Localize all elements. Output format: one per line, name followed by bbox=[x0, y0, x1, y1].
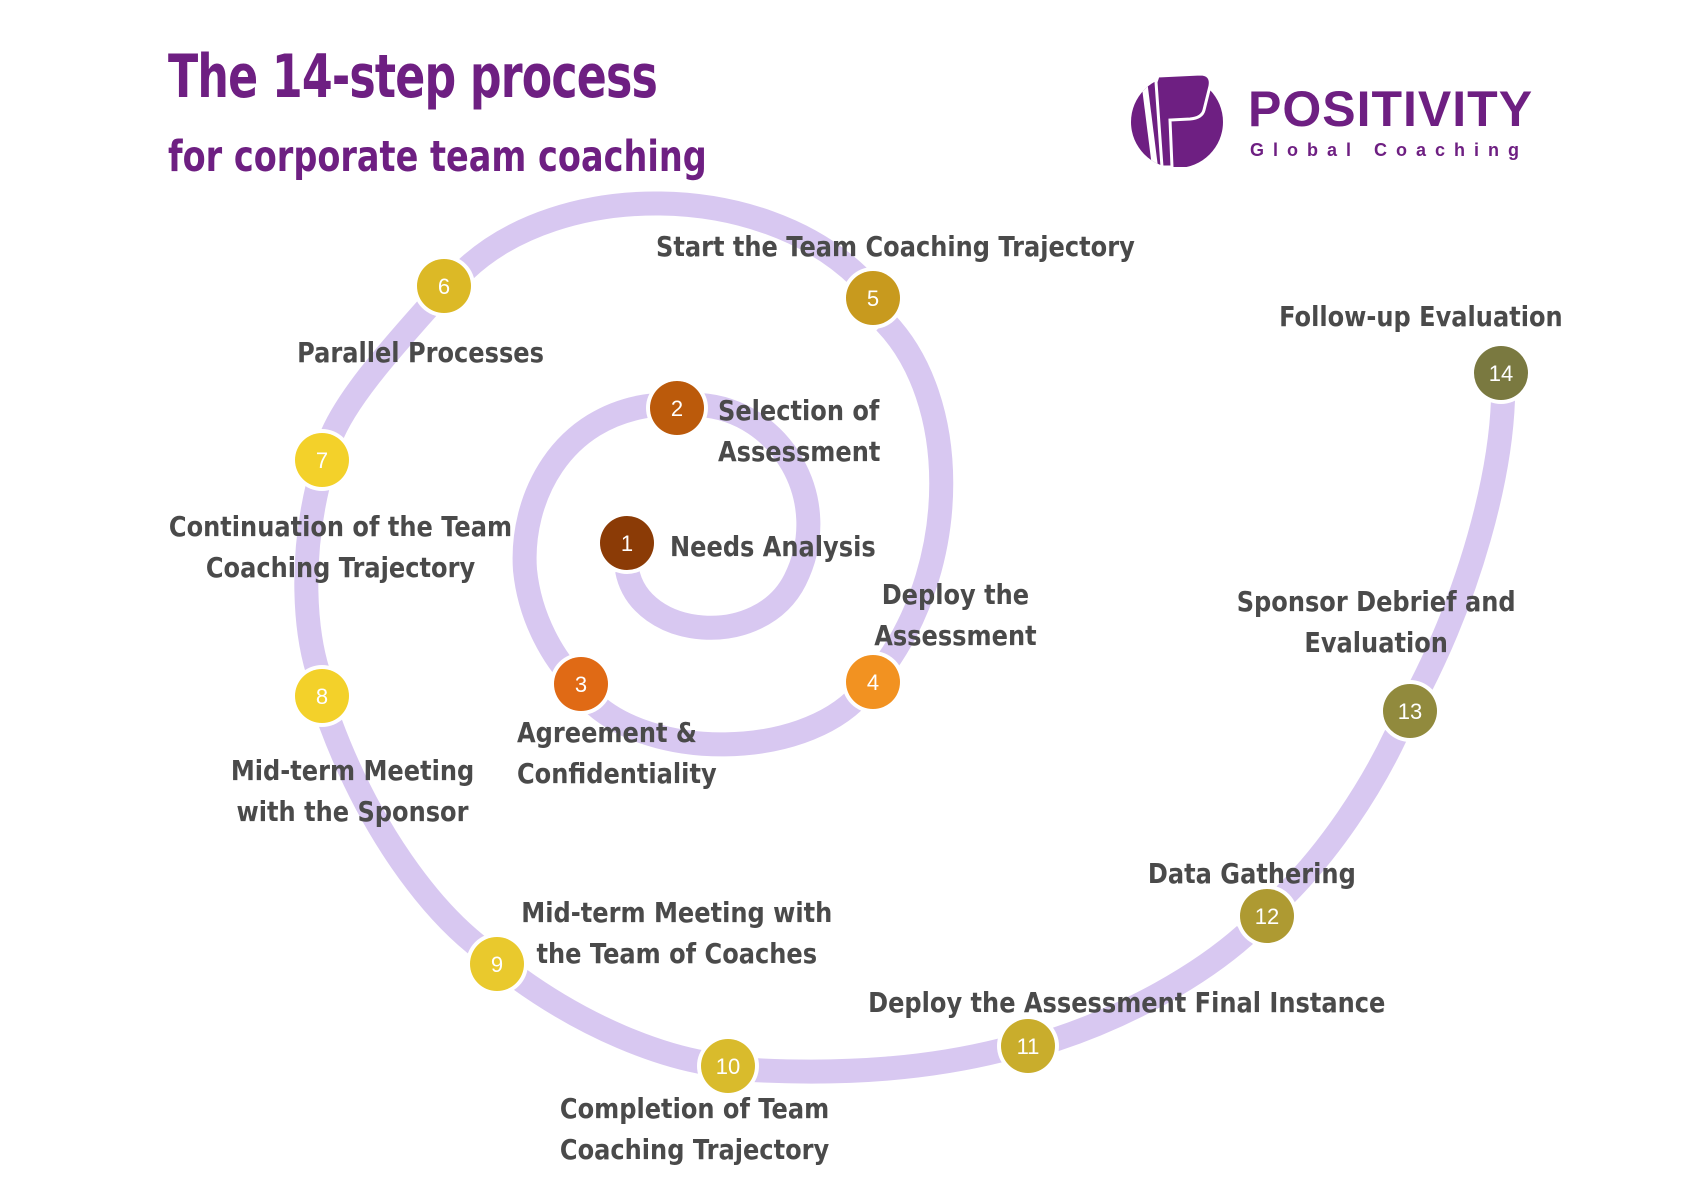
step-label-line: Mid-term Meeting bbox=[230, 754, 474, 787]
step-number: 8 bbox=[316, 684, 328, 709]
step-number: 14 bbox=[1489, 361, 1513, 386]
step-number: 13 bbox=[1398, 699, 1422, 724]
spiral-track-segment bbox=[318, 717, 491, 960]
step-node-circle bbox=[417, 259, 471, 313]
step-node-circle bbox=[846, 655, 900, 709]
step-number: 10 bbox=[716, 1054, 740, 1079]
spiral-track-segment bbox=[1276, 729, 1407, 904]
step-node-9: 9 bbox=[466, 933, 528, 995]
step-label-line: Evaluation bbox=[1304, 626, 1448, 659]
step-label-6: Parallel Processes bbox=[297, 332, 544, 373]
step-label-1: Needs Analysis bbox=[670, 526, 876, 567]
step-node-circle bbox=[600, 516, 654, 570]
step-node-circle bbox=[1474, 346, 1528, 400]
step-label-line: Data Gathering bbox=[1147, 857, 1356, 890]
spiral-track-segment bbox=[751, 1038, 1005, 1084]
page-title: The 14-step process bbox=[168, 42, 658, 112]
step-label-line: the Team of Coaches bbox=[536, 937, 818, 970]
step-node-circle bbox=[295, 669, 349, 723]
step-number: 12 bbox=[1255, 904, 1279, 929]
step-label-2: Selection of Assessment bbox=[718, 390, 880, 472]
spiral-track-segment bbox=[318, 297, 439, 445]
spiral-track-segment bbox=[294, 482, 330, 676]
step-number: 4 bbox=[867, 670, 879, 695]
spiral-track-segment bbox=[1409, 399, 1515, 694]
step-label-line: Selection of bbox=[718, 394, 880, 427]
step-label-line: Coaching Trajectory bbox=[205, 551, 475, 584]
step-number: 6 bbox=[438, 274, 450, 299]
step-node-4: 4 bbox=[842, 651, 904, 713]
step-node-2: 2 bbox=[646, 377, 708, 439]
step-node-1: 1 bbox=[596, 512, 658, 574]
step-node-circle bbox=[554, 657, 608, 711]
step-label-line: Completion of Team bbox=[559, 1092, 829, 1125]
brand-name: POSITIVITY bbox=[1248, 81, 1534, 137]
step-number: 9 bbox=[491, 952, 503, 977]
step-node-14: 14 bbox=[1470, 342, 1532, 404]
spiral-track-segment bbox=[510, 968, 709, 1075]
step-number: 1 bbox=[621, 531, 633, 556]
step-label-line: Parallel Processes bbox=[296, 336, 544, 369]
brand-tagline: Global Coaching bbox=[1250, 140, 1529, 160]
spiral-track-segment bbox=[512, 393, 657, 689]
step-node-circle bbox=[295, 433, 349, 487]
step-label-line: Agreement & bbox=[517, 716, 697, 749]
step-label-line: Assessment bbox=[718, 435, 881, 468]
spiral-track-segment bbox=[875, 313, 954, 672]
step-label-line: Start the Team Coaching Trajectory bbox=[655, 230, 1135, 263]
step-label-line: Deploy the Assessment Final Instance bbox=[867, 986, 1385, 1019]
spiral-track bbox=[294, 191, 1515, 1084]
step-label-line: Sponsor Debrief and bbox=[1236, 585, 1516, 618]
step-label-9: Mid-term Meeting with the Team of Coaches bbox=[521, 892, 832, 974]
step-label-11: Deploy the Assessment Final Instance bbox=[868, 982, 1385, 1023]
step-node-circle bbox=[1001, 1019, 1055, 1073]
spiral-track-segment bbox=[615, 393, 821, 640]
step-node-8: 8 bbox=[291, 665, 353, 727]
step-node-circle bbox=[1383, 684, 1437, 738]
step-node-circle bbox=[846, 271, 900, 325]
step-node-11: 11 bbox=[997, 1015, 1059, 1077]
step-label-line: Deploy the bbox=[881, 578, 1029, 611]
step-number: 5 bbox=[867, 286, 879, 311]
step-label-line: Follow-up Evaluation bbox=[1279, 300, 1563, 333]
step-number: 11 bbox=[1017, 1034, 1040, 1059]
step-label-line: with the Sponsor bbox=[236, 795, 468, 828]
step-label-3: Agreement & Confidentiality bbox=[517, 712, 717, 794]
step-number: 7 bbox=[316, 448, 328, 473]
step-node-10: 10 bbox=[697, 1035, 759, 1097]
step-node-circle bbox=[701, 1039, 755, 1093]
step-node-circle bbox=[470, 937, 524, 991]
step-label-5: Start the Team Coaching Trajectory bbox=[655, 226, 1134, 267]
step-node-6: 6 bbox=[413, 255, 475, 317]
p-letter-circle-logo-icon bbox=[1131, 72, 1223, 167]
spiral-track-segment bbox=[456, 191, 869, 287]
spiral-track-segment bbox=[1050, 926, 1253, 1052]
step-label-line: Mid-term Meeting with bbox=[521, 896, 833, 929]
step-number: 2 bbox=[671, 396, 683, 421]
step-node-7: 7 bbox=[291, 429, 353, 491]
spiral-track-segment bbox=[581, 686, 869, 757]
step-label-line: Confidentiality bbox=[517, 757, 717, 790]
step-node-circle bbox=[650, 381, 704, 435]
step-label-14: Follow-up Evaluation bbox=[1279, 296, 1563, 337]
step-label-12: Data Gathering bbox=[1148, 853, 1356, 894]
step-label-line: Continuation of the Team bbox=[168, 510, 512, 543]
step-node-13: 13 bbox=[1379, 680, 1441, 742]
page-subtitle: for corporate team coaching bbox=[168, 132, 707, 182]
step-number: 3 bbox=[575, 672, 587, 697]
step-node-3: 3 bbox=[550, 653, 612, 715]
step-node-12: 12 bbox=[1236, 885, 1298, 947]
step-label-8: Mid-term Meeting with the Sponsor bbox=[230, 750, 473, 832]
step-node-5: 5 bbox=[842, 267, 904, 329]
step-node-circle bbox=[1240, 889, 1294, 943]
step-label-line: Needs Analysis bbox=[670, 530, 876, 563]
step-label-line: Assessment bbox=[873, 619, 1037, 652]
step-label-line: Coaching Trajectory bbox=[559, 1133, 829, 1166]
